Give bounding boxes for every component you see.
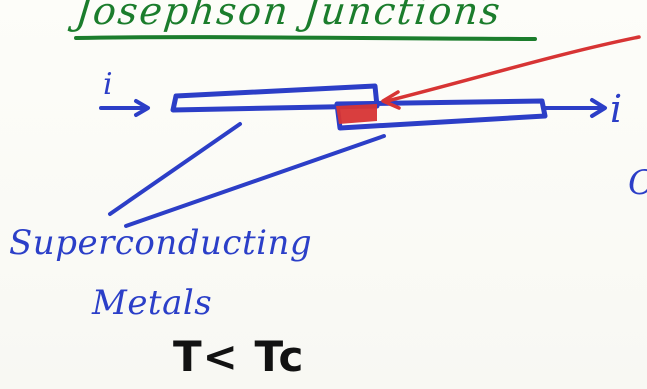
junction-overlap-highlight <box>336 104 377 124</box>
title-underline <box>74 35 537 41</box>
right-current-label: i <box>610 87 623 131</box>
left-current-arrowhead <box>134 99 150 117</box>
left-material-pointer <box>108 122 242 216</box>
temperature-condition-label: T< Tc <box>173 332 305 381</box>
red-pointer-arrowhead <box>381 90 401 110</box>
left-current-label: i <box>103 67 113 102</box>
superconducting-label: Superconducting <box>9 223 313 263</box>
right-material-pointer <box>124 134 386 228</box>
metals-label: Metals <box>92 283 213 323</box>
right-current-arrowhead <box>590 98 607 118</box>
partial-right-label: C <box>628 166 647 200</box>
red-pointer-line <box>385 35 641 103</box>
diagram-title: Josephson Junctions <box>73 0 504 33</box>
